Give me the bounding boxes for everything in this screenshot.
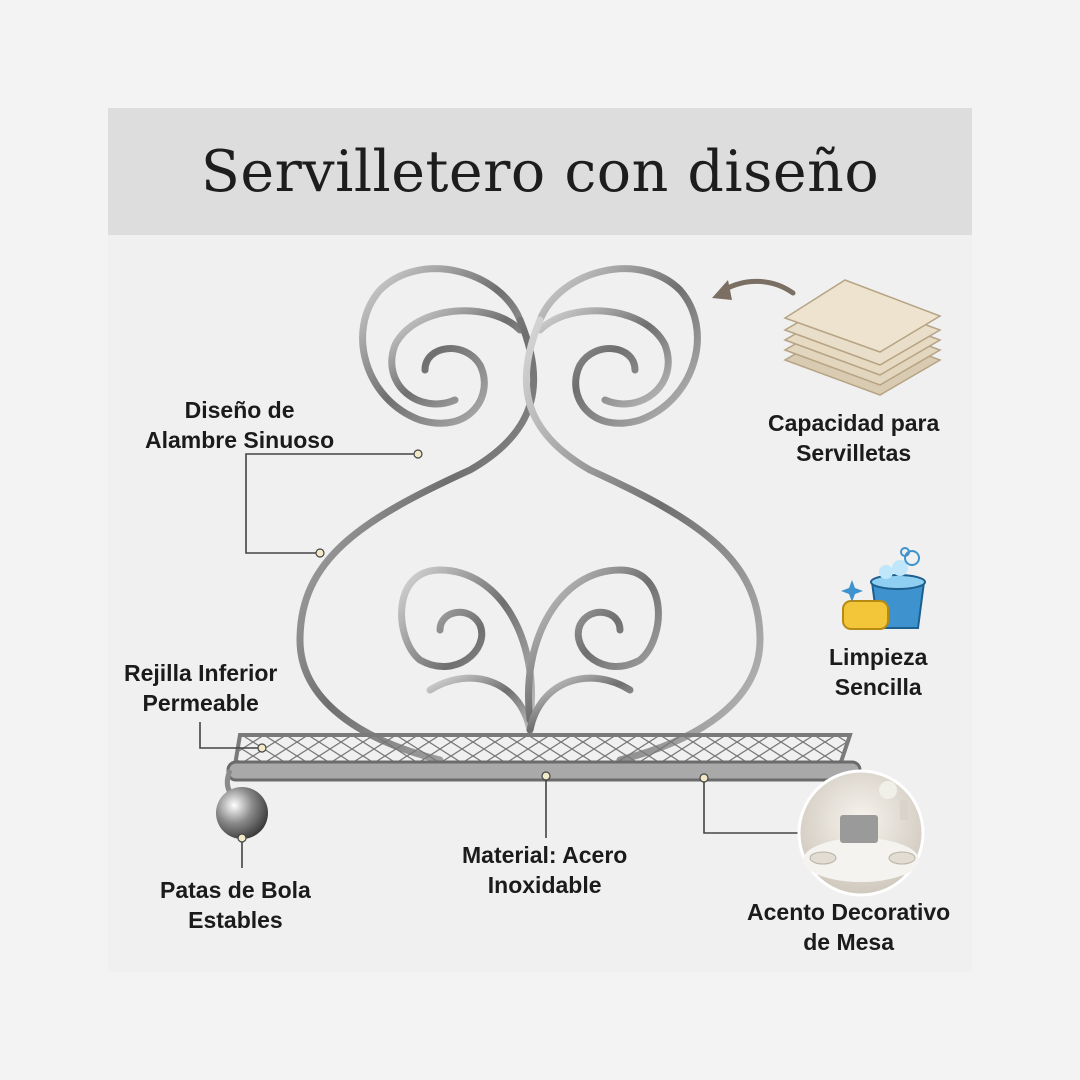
ball-foot bbox=[216, 787, 268, 839]
title-bar: Servilletero con diseño bbox=[108, 108, 972, 235]
mesh-tray bbox=[224, 733, 862, 803]
callout-dots bbox=[237, 449, 709, 843]
table-setting-photo bbox=[797, 769, 925, 897]
page-title: Servilletero con diseño bbox=[200, 138, 880, 205]
curved-arrow-icon bbox=[712, 278, 796, 300]
sponge-icon bbox=[842, 600, 889, 630]
sparkle-icon bbox=[841, 580, 863, 602]
callout-lines bbox=[199, 453, 800, 868]
napkin-stack-icon bbox=[783, 279, 942, 396]
napkin-holder bbox=[296, 265, 764, 764]
